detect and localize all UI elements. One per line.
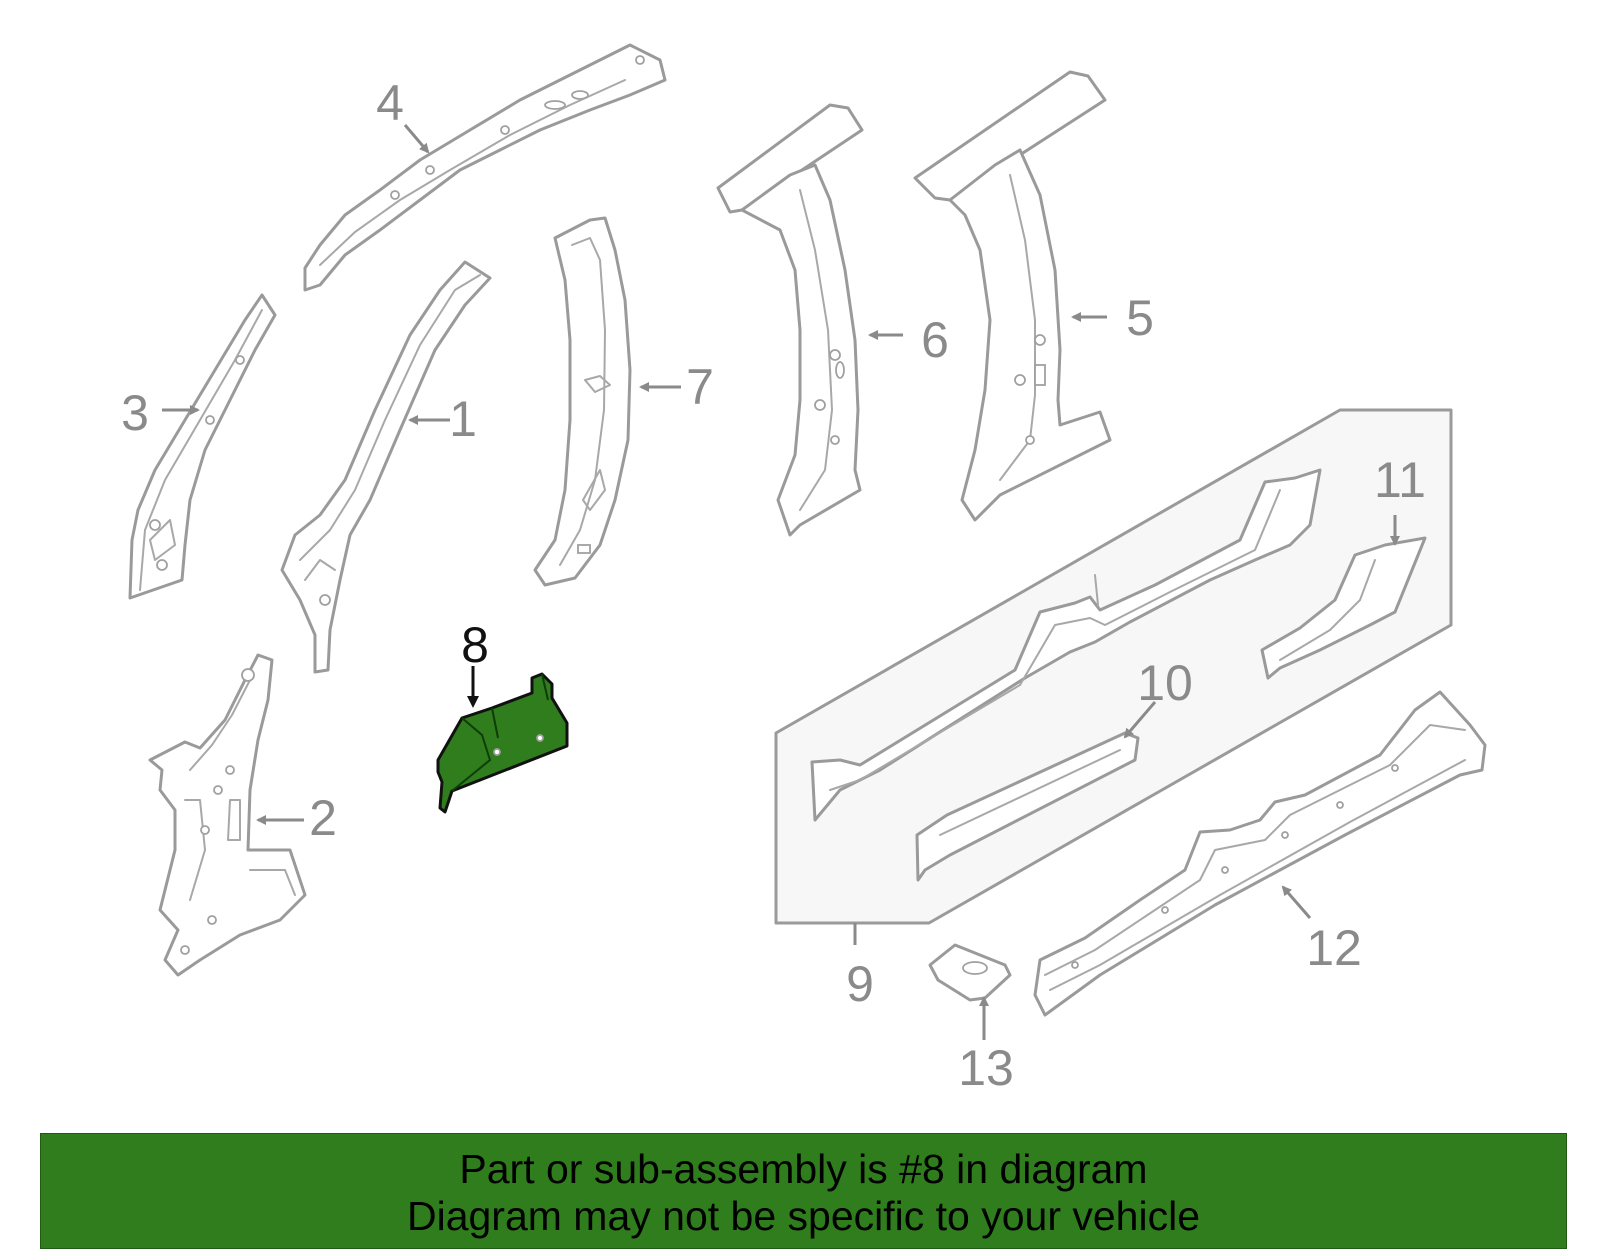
part-6-b-pillar-outer[interactable]: [716, 103, 864, 537]
group-9-box: [774, 408, 1453, 925]
callout-4: 4: [376, 75, 404, 131]
part-10-rocker-reinforcement[interactable]: [915, 731, 1140, 882]
callout-arrows: [162, 124, 1400, 1040]
banner-line-part: Part or sub-assembly is #8 in diagram: [459, 1146, 1148, 1192]
part-7-b-pillar-inner[interactable]: [533, 216, 632, 587]
callout-2: 2: [309, 790, 337, 846]
part-2-hinge-pillar[interactable]: [148, 653, 307, 977]
callout-5: 5: [1126, 290, 1154, 346]
part-11-rear-extension[interactable]: [1260, 536, 1427, 680]
banner-line-disclaimer: Diagram may not be specific to your vehi…: [406, 1193, 1200, 1239]
callout-12: 12: [1306, 920, 1362, 976]
callout-9: 9: [846, 956, 874, 1012]
part-8-highlighted[interactable]: [436, 672, 569, 814]
part-9-rocker-inner[interactable]: [810, 468, 1322, 822]
callout-6: 6: [921, 312, 949, 368]
part-4-roof-rail[interactable]: [303, 43, 667, 292]
callout-labels: 4 3 1 7 6 5 2 8 9 10 11 12 13: [121, 75, 1426, 1096]
callout-1: 1: [449, 391, 477, 447]
info-banner: Part or sub-assembly is #8 in diagram Di…: [40, 1133, 1567, 1249]
callout-11: 11: [1374, 452, 1426, 508]
callout-8: 8: [461, 617, 489, 673]
part-5-c-pillar[interactable]: [0, 0, 1112, 522]
callout-10: 10: [1137, 655, 1193, 711]
part-12-rocker-outer[interactable]: [1033, 690, 1487, 1017]
part-3-a-pillar-inner[interactable]: [128, 293, 277, 600]
callout-3: 3: [121, 385, 149, 441]
callout-13: 13: [958, 1040, 1014, 1096]
part-1-a-pillar-outer[interactable]: [280, 260, 492, 674]
part-13-bracket[interactable]: [928, 943, 1012, 1002]
callout-7: 7: [686, 359, 714, 415]
